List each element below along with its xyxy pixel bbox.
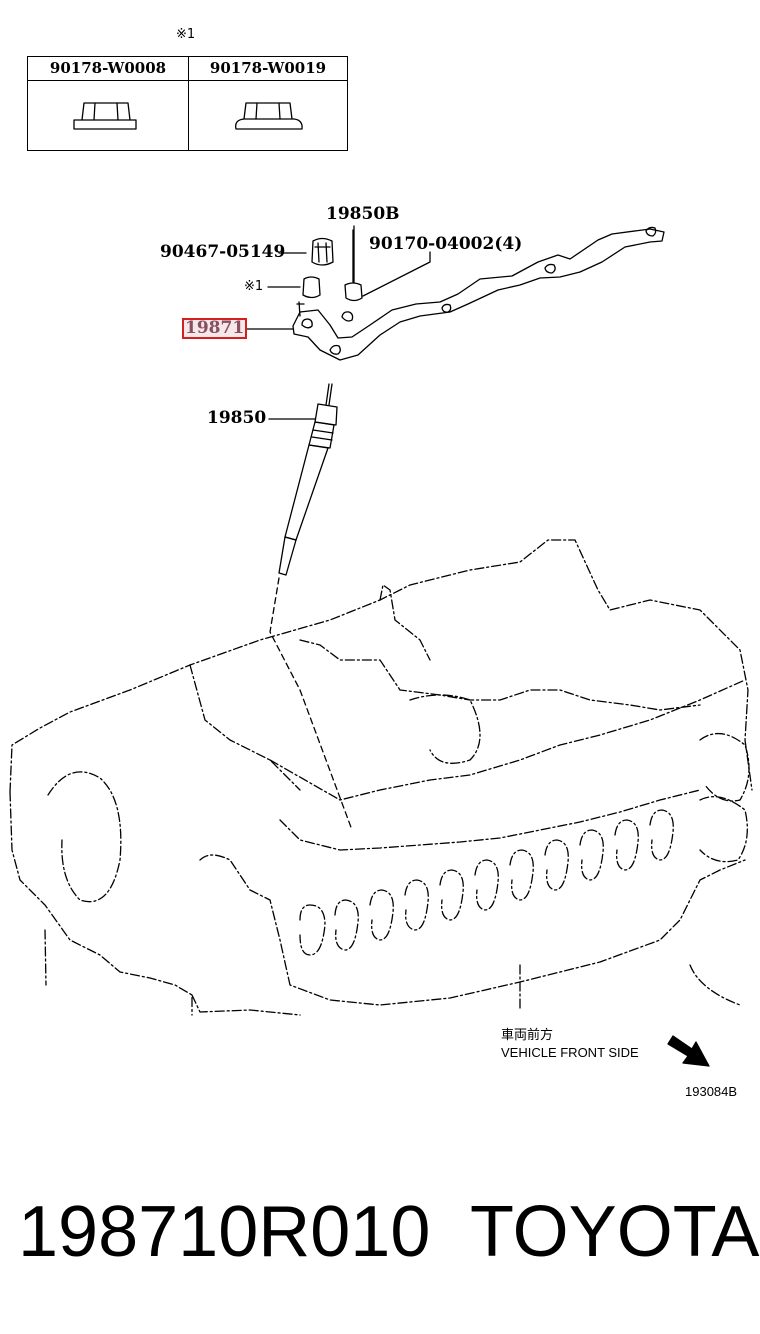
nut-options-table: 90178-W0008 90178-W0019 [27,56,348,151]
front-note-jp: 車両前方 [501,1027,554,1042]
callout-19850[interactable]: 19850 [207,408,267,428]
table-footnote-mark: ※1 [176,27,196,42]
callout-19871-highlighted[interactable]: 19871 [182,318,248,339]
head-ports [299,809,674,956]
cylinder-head-drawing [9,539,753,1016]
terminal-19850b-icon [344,229,363,302]
connector-bar-19871 [292,226,665,361]
table-header-col-1[interactable]: 90178-W0008 [28,57,188,81]
glow-plug-19850 [278,383,338,576]
install-guide-line [269,577,353,831]
flange-nut-icon-w0008 [73,102,137,130]
footer-brand: TOYOTA [470,1192,760,1272]
callout-90170-04002[interactable]: 90170-04002(4) [369,234,523,254]
callout-90467-05149[interactable]: 90467-05149 [160,242,286,262]
diagram-code: 193084B [685,1084,738,1099]
leader-lines [242,225,431,420]
callout-19850b[interactable]: 19850B [326,204,400,224]
nut-mark1-icon [302,276,321,299]
nut-90467-icon [311,237,334,266]
callout-mark1: ※1 [244,279,264,294]
footer-part-number: 198710R010 [18,1192,431,1272]
front-direction-arrow-icon [667,1035,710,1067]
table-header-col-2[interactable]: 90178-W0019 [188,57,348,81]
flange-nut-icon-w0019 [235,102,303,130]
front-note-en: VEHICLE FRONT SIDE [501,1045,639,1060]
table-divider [188,57,189,150]
